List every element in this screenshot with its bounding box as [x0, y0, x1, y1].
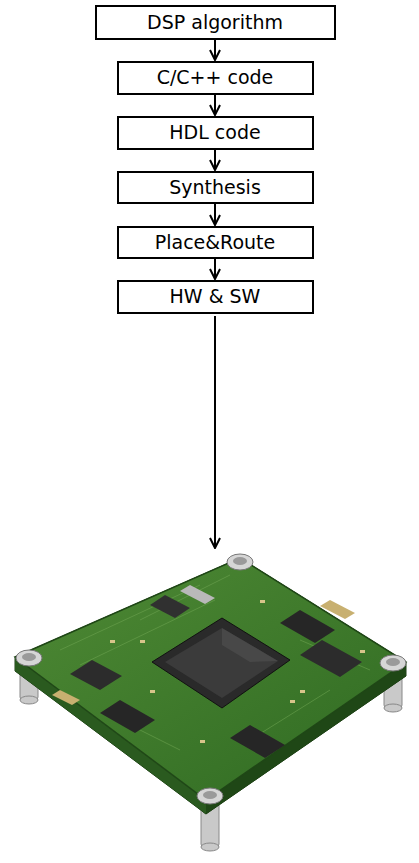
process-box: DSP algorithm — [95, 5, 336, 40]
screws — [16, 554, 406, 804]
process-box: HW & SW — [117, 280, 314, 314]
flow-arrow — [214, 204, 216, 225]
box-label: C/C++ code — [157, 67, 274, 89]
flow-arrow — [214, 259, 216, 279]
box-label: DSP algorithm — [147, 12, 283, 34]
box-label: Place&Route — [155, 232, 276, 254]
process-box: C/C++ code — [117, 61, 314, 95]
box-label: Synthesis — [169, 177, 261, 199]
flow-arrow — [214, 40, 216, 60]
box-label: HW & SW — [170, 286, 261, 308]
fpga-module — [15, 554, 406, 851]
box-label: HDL code — [169, 122, 260, 144]
process-box: Place&Route — [117, 226, 314, 259]
output-arrow — [214, 316, 216, 548]
process-box: Synthesis — [117, 171, 314, 204]
process-box: HDL code — [117, 116, 314, 150]
flow-arrow — [214, 95, 216, 115]
flow-arrow — [214, 150, 216, 170]
